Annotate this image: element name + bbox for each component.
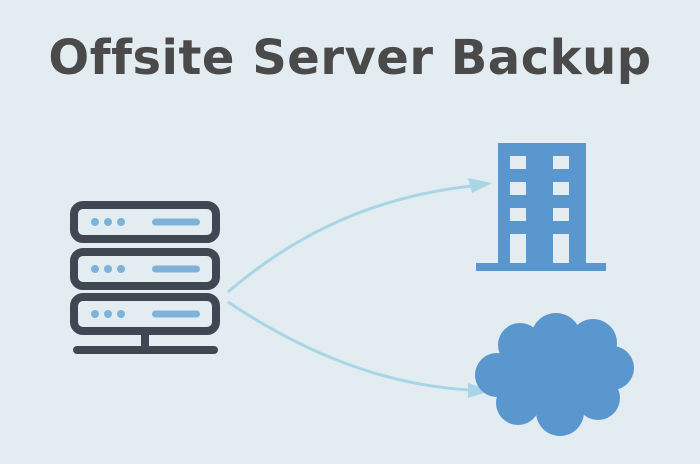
- server-unit-2: [70, 248, 220, 290]
- diagram-title: Offsite Server Backup: [48, 30, 652, 86]
- arrow-to-building-head: [468, 178, 492, 193]
- arrow-to-building: [227, 184, 473, 294]
- server-stand: [141, 333, 149, 347]
- server-unit-1: [70, 201, 220, 243]
- backup-arrows: [227, 178, 492, 398]
- server-rack-icon: [70, 201, 220, 354]
- arrow-to-cloud: [227, 300, 471, 392]
- server-unit-3: [70, 293, 220, 335]
- server-base: [73, 346, 218, 354]
- office-building-icon: [476, 143, 606, 271]
- arrow-to-cloud-head: [468, 383, 491, 398]
- cloud-icon: [475, 313, 634, 436]
